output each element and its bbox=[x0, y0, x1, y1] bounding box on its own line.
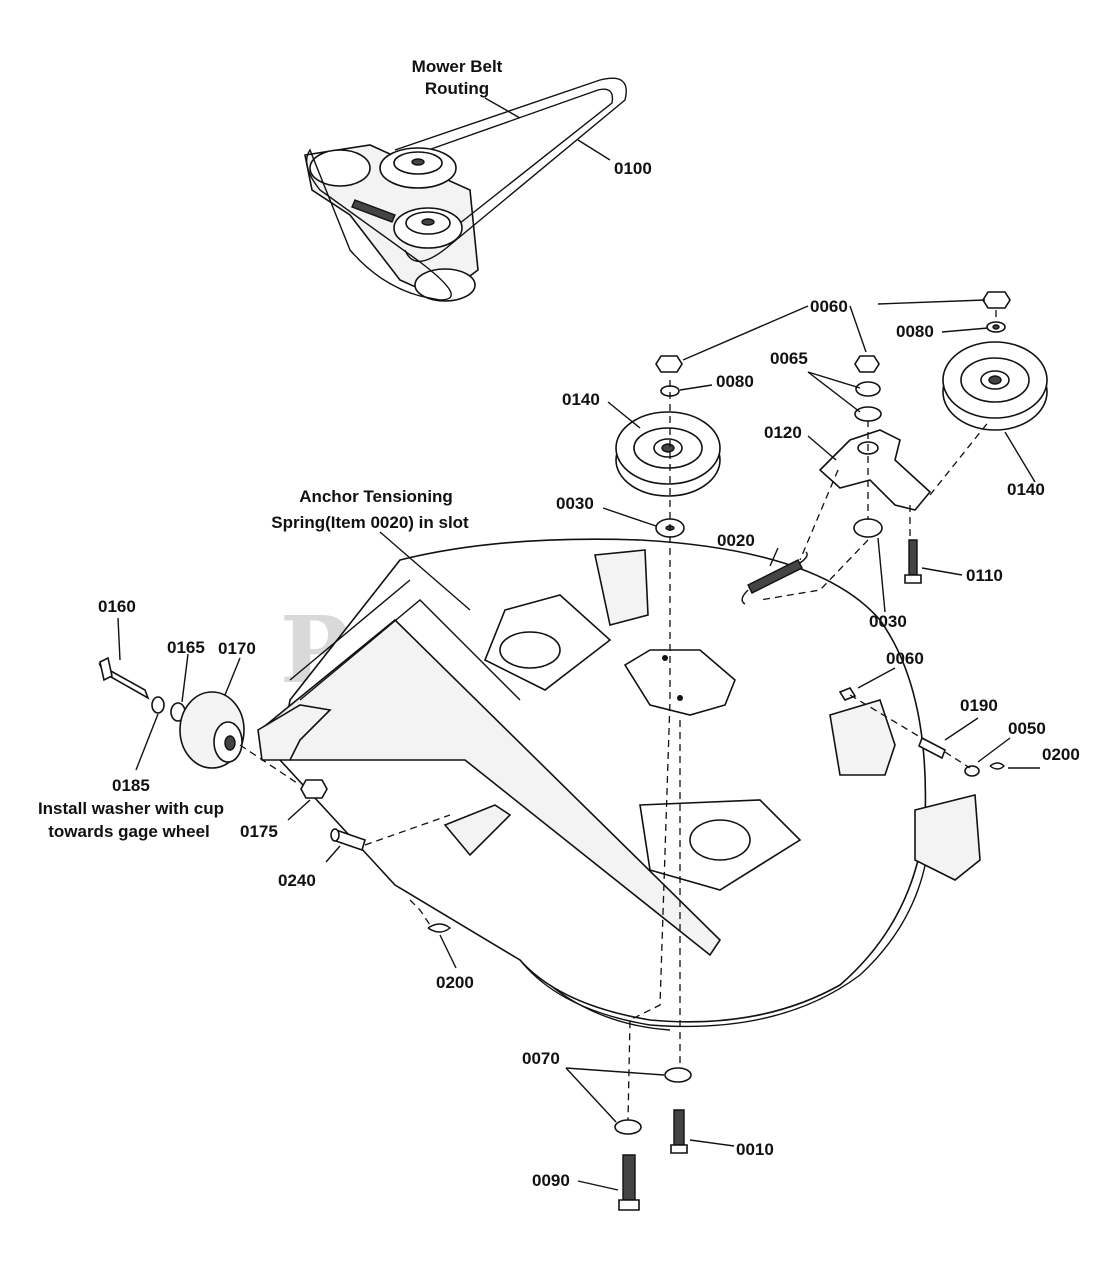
callout-0160: 0160 bbox=[98, 597, 136, 616]
callout-0065: 0065 bbox=[770, 349, 808, 368]
bottom-hardware bbox=[427, 923, 692, 1211]
callout-0200-right: 0200 bbox=[1042, 745, 1080, 764]
callout-0165: 0165 bbox=[167, 638, 205, 657]
callout-0120: 0120 bbox=[764, 423, 802, 442]
anchor-spring-note-line1: Anchor Tensioning bbox=[299, 487, 453, 506]
callout-0060-right: 0060 bbox=[886, 649, 924, 668]
washer-note-line1: Install washer with cup bbox=[38, 799, 224, 818]
gauge-wheel-assembly bbox=[98, 656, 366, 852]
callout-0030-left: 0030 bbox=[556, 494, 594, 513]
callout-0100: 0100 bbox=[614, 159, 652, 178]
left-idler-pulley bbox=[615, 411, 721, 497]
callout-0080-right: 0080 bbox=[896, 322, 934, 341]
notes: Mower Belt Routing Anchor Tensioning Spr… bbox=[38, 57, 503, 841]
callout-0090: 0090 bbox=[532, 1171, 570, 1190]
callout-0110: 0110 bbox=[966, 566, 1003, 585]
callout-0020: 0020 bbox=[717, 531, 755, 550]
anchor-spring-note-line2: Spring(Item 0020) in slot bbox=[271, 513, 469, 532]
callout-0050: 0050 bbox=[1008, 719, 1046, 738]
callout-0060-top: 0060 bbox=[810, 297, 848, 316]
tension-spring bbox=[741, 551, 808, 605]
callout-0080-left: 0080 bbox=[716, 372, 754, 391]
idler-arm bbox=[818, 355, 932, 584]
mower-deck bbox=[258, 538, 981, 1031]
belt-routing-note-line1: Mower Belt bbox=[412, 57, 503, 76]
callout-0200-bottom: 0200 bbox=[436, 973, 474, 992]
callout-0030-right: 0030 bbox=[869, 612, 907, 631]
callout-0070: 0070 bbox=[522, 1049, 560, 1068]
right-side-hardware bbox=[838, 687, 1005, 777]
assembly-lines bbox=[239, 310, 997, 1121]
belt-routing-note-line2: Routing bbox=[425, 79, 489, 98]
right-nut-and-washer bbox=[982, 291, 1011, 333]
callout-0140-right: 0140 bbox=[1007, 480, 1045, 499]
callout-0190: 0190 bbox=[960, 696, 998, 715]
callout-labels: 0100 0060 0080 0065 0140 0080 0120 0140 … bbox=[98, 159, 1080, 1190]
callout-0175: 0175 bbox=[240, 822, 278, 841]
callout-0240: 0240 bbox=[278, 871, 316, 890]
washer-note-line2: towards gage wheel bbox=[48, 822, 210, 841]
leader-lines bbox=[117, 97, 1040, 1191]
right-idler-pulley bbox=[942, 341, 1048, 431]
belt-routing-illustration bbox=[304, 77, 627, 302]
callout-0010: 0010 bbox=[736, 1140, 774, 1159]
callout-0140-left: 0140 bbox=[562, 390, 600, 409]
callout-0170: 0170 bbox=[218, 639, 256, 658]
callout-0185: 0185 bbox=[112, 776, 150, 795]
